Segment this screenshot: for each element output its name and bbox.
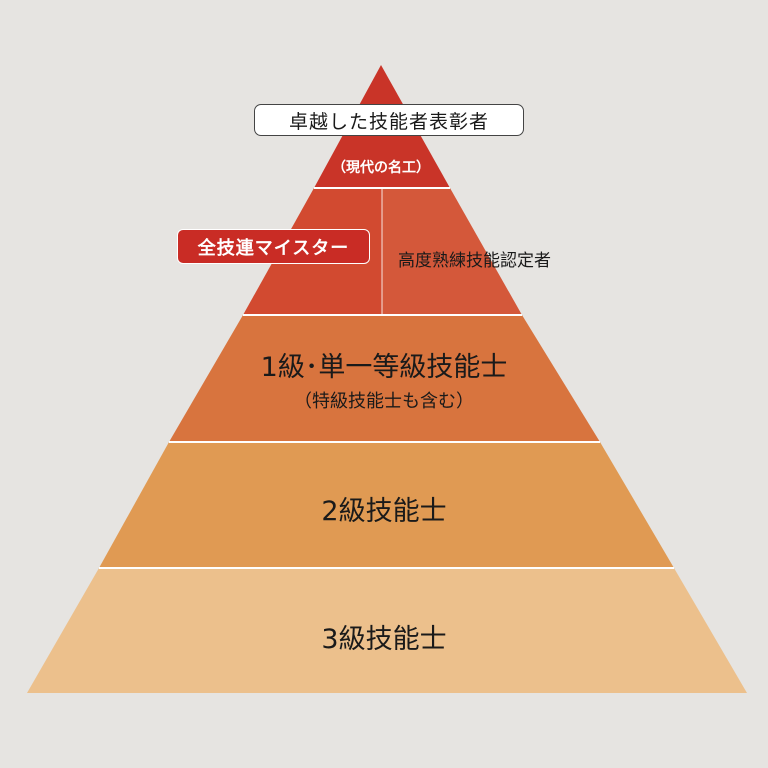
fourth-tier-label: 2級技能士 bbox=[321, 496, 447, 527]
top-tier-badge: 卓越した技能者表彰者 bbox=[254, 104, 524, 136]
tier-fifth-band bbox=[27, 568, 747, 693]
top-tier-sublabel: （現代の名工） bbox=[332, 160, 430, 176]
tier-second-right bbox=[382, 188, 522, 315]
meister-badge: 全技連マイスター bbox=[177, 229, 370, 264]
third-tier-sublabel: （特級技能士も含む） bbox=[294, 391, 474, 412]
fifth-tier-label: 3級技能士 bbox=[321, 624, 447, 655]
tier-third-band bbox=[169, 315, 600, 442]
second-tier-label: 高度熟練技能認定者 bbox=[398, 251, 551, 271]
third-tier-label: 1級･単一等級技能士 bbox=[260, 352, 508, 383]
tier-fourth-band bbox=[99, 442, 674, 568]
